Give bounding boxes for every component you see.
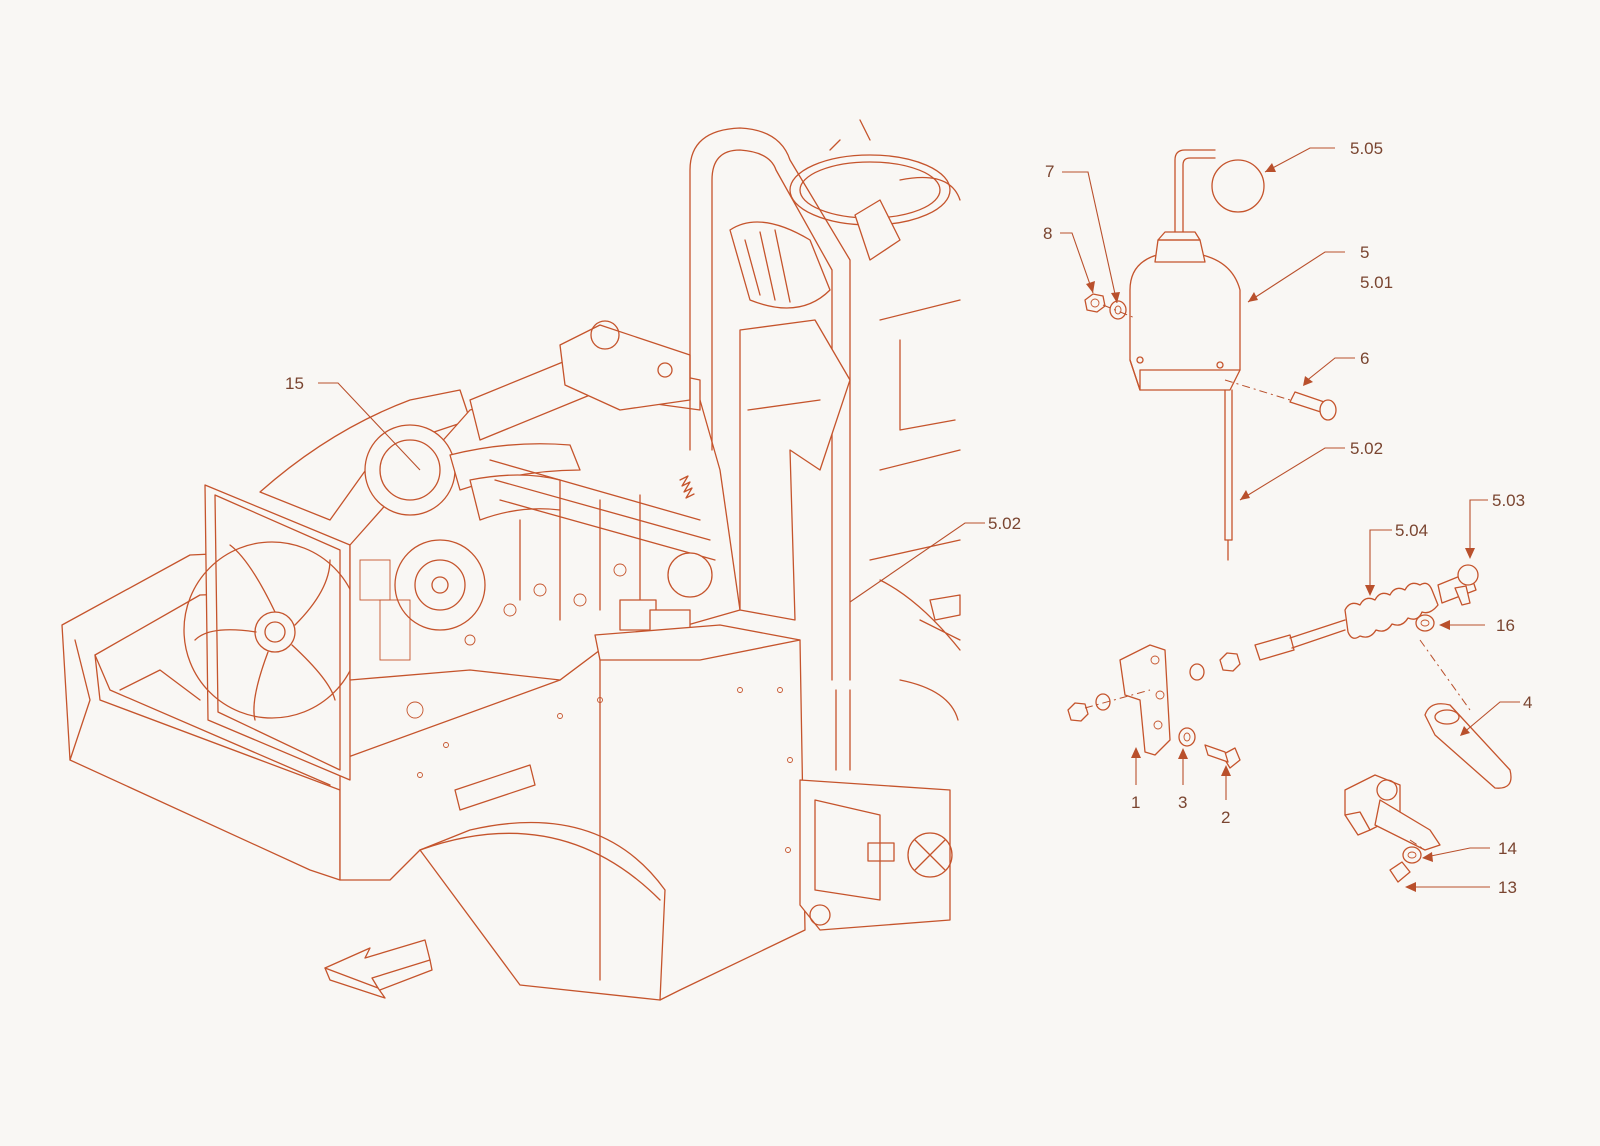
callout-1: 1 — [1131, 793, 1140, 812]
callout-5: 5 — [1360, 243, 1369, 262]
lever-arm-4 — [1424, 703, 1512, 789]
control-rod — [1224, 389, 1233, 541]
engine-assembly — [349, 320, 801, 719]
bracket-1 — [1119, 644, 1171, 756]
lever-knob — [1174, 149, 1265, 233]
callout-6: 6 — [1360, 349, 1369, 368]
callout-5-02-left: 5.02 — [988, 514, 1021, 533]
forward-direction-arrow — [324, 939, 431, 989]
bolt-13 — [1389, 861, 1411, 883]
bolt-6 — [1224, 379, 1337, 421]
nut-washer-7-8 — [1084, 293, 1136, 320]
control-lever-housing — [1129, 231, 1241, 391]
callout-7: 7 — [1045, 162, 1054, 181]
callout-5-05: 5.05 — [1350, 139, 1383, 158]
pivot-bracket — [1344, 774, 1441, 851]
callout-8: 8 — [1043, 224, 1052, 243]
callout-labels: 15 5.02 7 8 5.05 5 5.01 6 5.02 5.03 5.04… — [285, 139, 1532, 897]
callout-4: 4 — [1523, 693, 1532, 712]
callout-13: 13 — [1498, 878, 1517, 897]
callout-5-04: 5.04 — [1395, 521, 1428, 540]
washer-14 — [1402, 846, 1422, 864]
callout-2: 2 — [1221, 808, 1230, 827]
machine-chassis — [61, 547, 953, 1001]
leader-lines — [318, 147, 1520, 892]
callout-16: 16 — [1496, 616, 1515, 635]
callout-14: 14 — [1498, 839, 1517, 858]
callout-15: 15 — [285, 374, 304, 393]
operator-column — [689, 119, 961, 771]
callout-3: 3 — [1178, 793, 1187, 812]
callout-5-03: 5.03 — [1492, 491, 1525, 510]
callout-5-01: 5.01 — [1360, 273, 1393, 292]
washer-16 — [1415, 614, 1435, 632]
callout-5-02-right: 5.02 — [1350, 439, 1383, 458]
cable-assembly — [1189, 564, 1479, 681]
radiator-fan-assembly — [183, 389, 471, 781]
